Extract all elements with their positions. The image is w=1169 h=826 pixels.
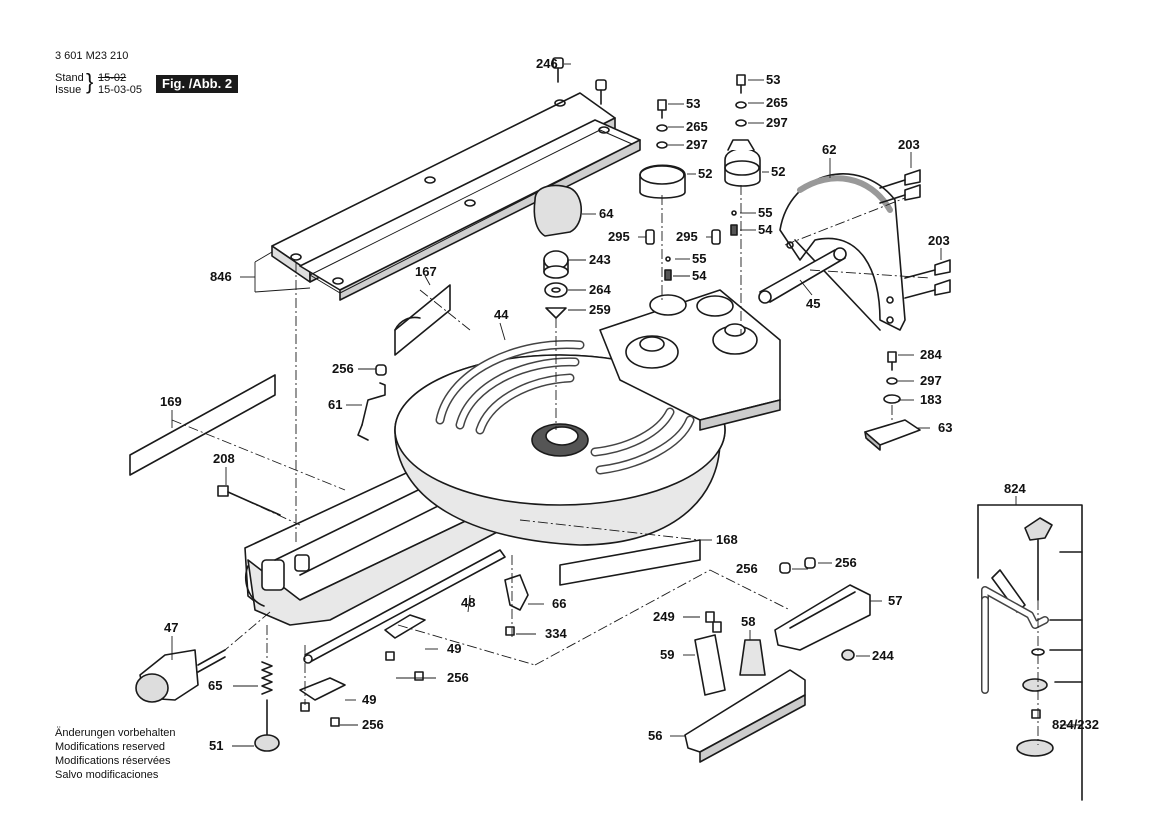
leader-lines <box>171 63 1082 747</box>
rod-48 <box>303 549 506 664</box>
part-label: 264 <box>589 282 611 297</box>
part-label: 48 <box>461 595 476 610</box>
part-label: 334 <box>545 626 567 641</box>
part-label: 824 <box>1004 481 1026 496</box>
part-label: 47 <box>164 620 179 635</box>
knob-47 <box>135 649 226 703</box>
part-label: 44 <box>494 307 509 322</box>
part-label: 244 <box>872 648 894 663</box>
part-label: 256 <box>447 670 469 685</box>
part-label: 63 <box>938 420 953 435</box>
part-label: 64 <box>599 206 614 221</box>
screws-203 <box>879 169 951 299</box>
part-label: 62 <box>822 142 837 157</box>
issue-label: Issue <box>55 84 82 96</box>
part-label: 52 <box>771 164 786 179</box>
clamp-61 <box>357 364 387 441</box>
modification-notes: Änderungen vorbehalten Modifications res… <box>55 726 175 782</box>
drawing-number: 3 601 M23 210 <box>55 50 129 62</box>
parts-824 <box>977 504 1083 801</box>
fence-rail-part <box>271 92 641 301</box>
part-label: 54 <box>758 222 773 237</box>
part-label: 57 <box>888 593 903 608</box>
part-label: 49 <box>362 692 377 707</box>
pivot-block-52 <box>639 74 761 199</box>
slide-57 <box>774 557 871 661</box>
figure-label: Fig. /Abb. 2 <box>156 75 239 93</box>
part-label: 168 <box>716 532 738 547</box>
part-label: 297 <box>686 137 708 152</box>
part-label: 61 <box>328 397 343 412</box>
part-label: 297 <box>766 115 788 130</box>
assembly-axes <box>171 185 1039 745</box>
guide-56 <box>684 611 806 763</box>
part-label: 169 <box>160 394 182 409</box>
part-label: 256 <box>835 555 857 570</box>
part-label: 53 <box>766 72 781 87</box>
part-label: 256 <box>736 561 758 576</box>
part-label: 824/232 <box>1052 717 1099 732</box>
part-label: 259 <box>589 302 611 317</box>
screw-246 <box>552 57 607 105</box>
part-label: 66 <box>552 596 567 611</box>
part-label: 295 <box>608 229 630 244</box>
part-label: 284 <box>920 347 942 362</box>
bolt-208 <box>217 485 281 516</box>
stand-value: 15-02 <box>98 72 127 84</box>
bevel-scale-part <box>779 173 906 331</box>
note-es: Salvo modificaciones <box>55 769 159 781</box>
part-label: 265 <box>766 95 788 110</box>
part-label: 45 <box>806 296 821 311</box>
part-label: 54 <box>692 268 707 283</box>
stop-63 <box>864 351 921 451</box>
part-label: 167 <box>415 264 437 279</box>
part-label: 53 <box>686 96 701 111</box>
part-label: 246 <box>536 56 558 71</box>
part-label: 203 <box>928 233 950 248</box>
part-label: 243 <box>589 252 611 267</box>
part-label: 295 <box>676 229 698 244</box>
spring-65-pin-51 <box>254 661 280 752</box>
part-label: 265 <box>686 119 708 134</box>
part-label: 203 <box>898 137 920 152</box>
knob-64-stack <box>533 184 583 319</box>
part-label: 256 <box>362 717 384 732</box>
part-label: 249 <box>653 609 675 624</box>
issue-value: 15-03-05 <box>98 84 143 96</box>
part-label: 58 <box>741 614 756 629</box>
shaft-45 <box>758 247 847 304</box>
saw-base-part <box>244 289 781 626</box>
part-label: 65 <box>208 678 223 693</box>
part-label: 55 <box>692 251 707 266</box>
part-label: 256 <box>332 361 354 376</box>
bracket-49 <box>299 614 426 727</box>
pins-295-54-55 <box>645 210 738 281</box>
part-label: 51 <box>209 738 224 753</box>
note-de: Änderungen vorbehalten <box>55 727 176 739</box>
clip-66 <box>504 574 529 636</box>
part-label: 846 <box>210 269 232 284</box>
part-label: 55 <box>758 205 773 220</box>
part-label: 208 <box>213 451 235 466</box>
part-label: 183 <box>920 392 942 407</box>
brace-glyph: } <box>86 69 94 94</box>
note-en: Modifications reserved <box>55 741 166 753</box>
part-label: 59 <box>660 647 675 662</box>
stand-label: Stand <box>55 72 84 84</box>
part-label: 297 <box>920 373 942 388</box>
note-fr: Modifications réservées <box>55 755 171 767</box>
part-label: 49 <box>447 641 462 656</box>
part-label: 52 <box>698 166 713 181</box>
part-label: 56 <box>648 728 663 743</box>
